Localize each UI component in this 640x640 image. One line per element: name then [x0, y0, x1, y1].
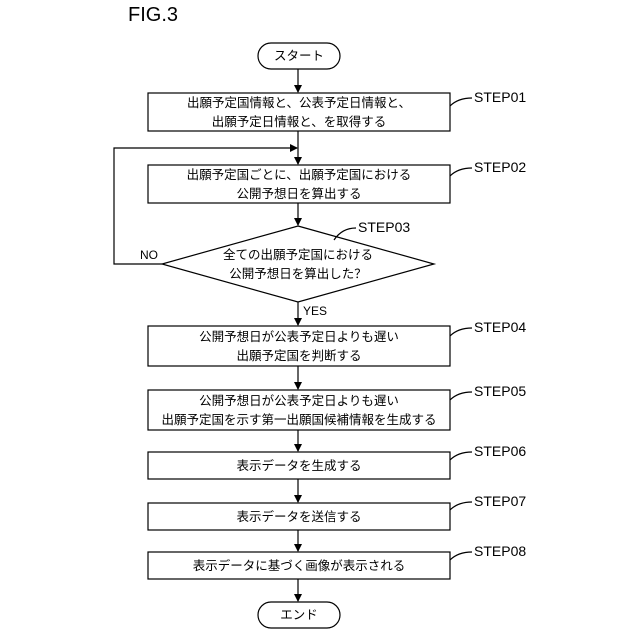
- step04-id: STEP04: [474, 319, 526, 335]
- step01-line1: 出願予定国情報と、公表予定日情報と、: [148, 93, 450, 112]
- step01-text: 出願予定国情報と、公表予定日情報と、 出願予定日情報と、を取得する: [148, 93, 450, 131]
- step08-leader: [450, 552, 472, 560]
- step07-id: STEP07: [474, 493, 526, 509]
- step04-line1: 公開予想日が公表予定日よりも遅い: [148, 327, 450, 346]
- step05-line2: 出願予定国を示す第一出願国候補情報を生成する: [148, 410, 450, 429]
- yes-label: YES: [303, 304, 327, 318]
- start-label: スタート: [258, 46, 340, 65]
- step03-line2: 公開予想日を算出した？: [162, 264, 434, 283]
- step04-text: 公開予想日が公表予定日よりも遅い 出願予定国を判断する: [148, 327, 450, 365]
- step05-text: 公開予想日が公表予定日よりも遅い 出願予定国を示す第一出願国候補情報を生成する: [148, 391, 450, 429]
- step02-leader: [450, 168, 472, 176]
- step01-id: STEP01: [474, 89, 526, 105]
- step02-line1: 出願予定国ごとに、出願予定国における: [148, 165, 450, 184]
- step07-text: 表示データを送信する: [148, 507, 450, 526]
- step01-line2: 出願予定日情報と、を取得する: [148, 112, 450, 131]
- step03-leader: [334, 228, 356, 240]
- step06-text: 表示データを生成する: [148, 456, 450, 475]
- step08-id: STEP08: [474, 543, 526, 559]
- step04-leader: [450, 328, 472, 336]
- step05-id: STEP05: [474, 383, 526, 399]
- step01-leader: [450, 98, 472, 106]
- end-label: エンド: [258, 605, 340, 624]
- step04-line2: 出願予定国を判断する: [148, 346, 450, 365]
- step05-leader: [450, 392, 472, 400]
- figure-title: FIG.3: [128, 4, 178, 27]
- step05-line1: 公開予想日が公表予定日よりも遅い: [148, 391, 450, 410]
- step06-id: STEP06: [474, 443, 526, 459]
- step06-leader: [450, 452, 472, 460]
- step02-text: 出願予定国ごとに、出願予定国における 公開予想日を算出する: [148, 165, 450, 203]
- step08-text: 表示データに基づく画像が表示される: [148, 556, 450, 575]
- step02-id: STEP02: [474, 159, 526, 175]
- step07-leader: [450, 502, 472, 510]
- no-label: NO: [140, 248, 158, 262]
- step02-line2: 公開予想日を算出する: [148, 184, 450, 203]
- step03-line1: 全ての出願予定国における: [162, 245, 434, 264]
- step03-id: STEP03: [358, 219, 410, 235]
- step03-text: 全ての出願予定国における 公開予想日を算出した？: [162, 245, 434, 283]
